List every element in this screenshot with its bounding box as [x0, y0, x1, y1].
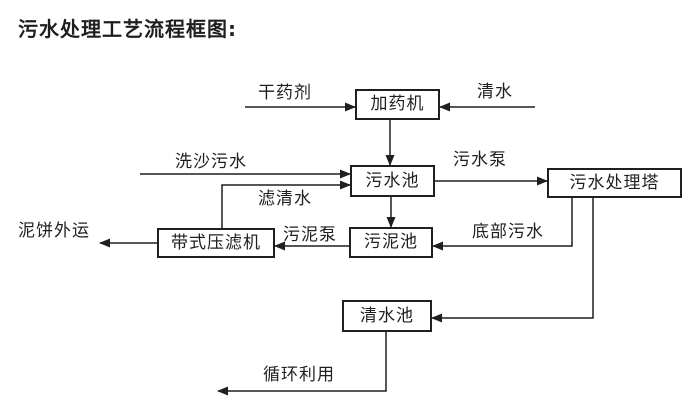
edge-label-recycle-reuse: 循环利用: [263, 365, 335, 385]
node-clean-water-pool: 清水池: [342, 300, 432, 332]
node-treatment-tower: 污水处理塔: [547, 168, 682, 198]
edge-label-filtered-water: 滤清水: [258, 189, 312, 209]
edge-label-clean-water: 清水: [477, 82, 513, 102]
edge-label-dry-agent: 干药剂: [258, 83, 312, 103]
diagram-title: 污水处理工艺流程框图:: [18, 17, 237, 41]
node-dosing-machine: 加药机: [355, 89, 440, 120]
edge-tower-to-clean-water-pool: [431, 198, 594, 323]
edge-tower-bottom-to-sludge-pool: [432, 198, 573, 251]
node-belt-filter-press: 带式压滤机: [157, 228, 275, 258]
edge-filtered-water-to-sewage-pool: [221, 180, 351, 228]
edge-label-sewage-pump: 污水泵: [453, 150, 507, 170]
edge-label-sand-washing-sewage: 洗沙污水: [175, 152, 247, 172]
edge-label-mud-cake-outbound: 泥饼外运: [18, 221, 90, 241]
edge-group: [99, 102, 594, 396]
node-sludge-pool: 污泥池: [349, 227, 433, 258]
edge-label-sludge-pump: 污泥泵: [283, 225, 337, 245]
node-sewage-pool: 污水池: [350, 165, 435, 197]
edge-label-bottom-sewage: 底部污水: [472, 222, 544, 242]
edge-clean-water-pool-to-recycle: [217, 332, 387, 396]
